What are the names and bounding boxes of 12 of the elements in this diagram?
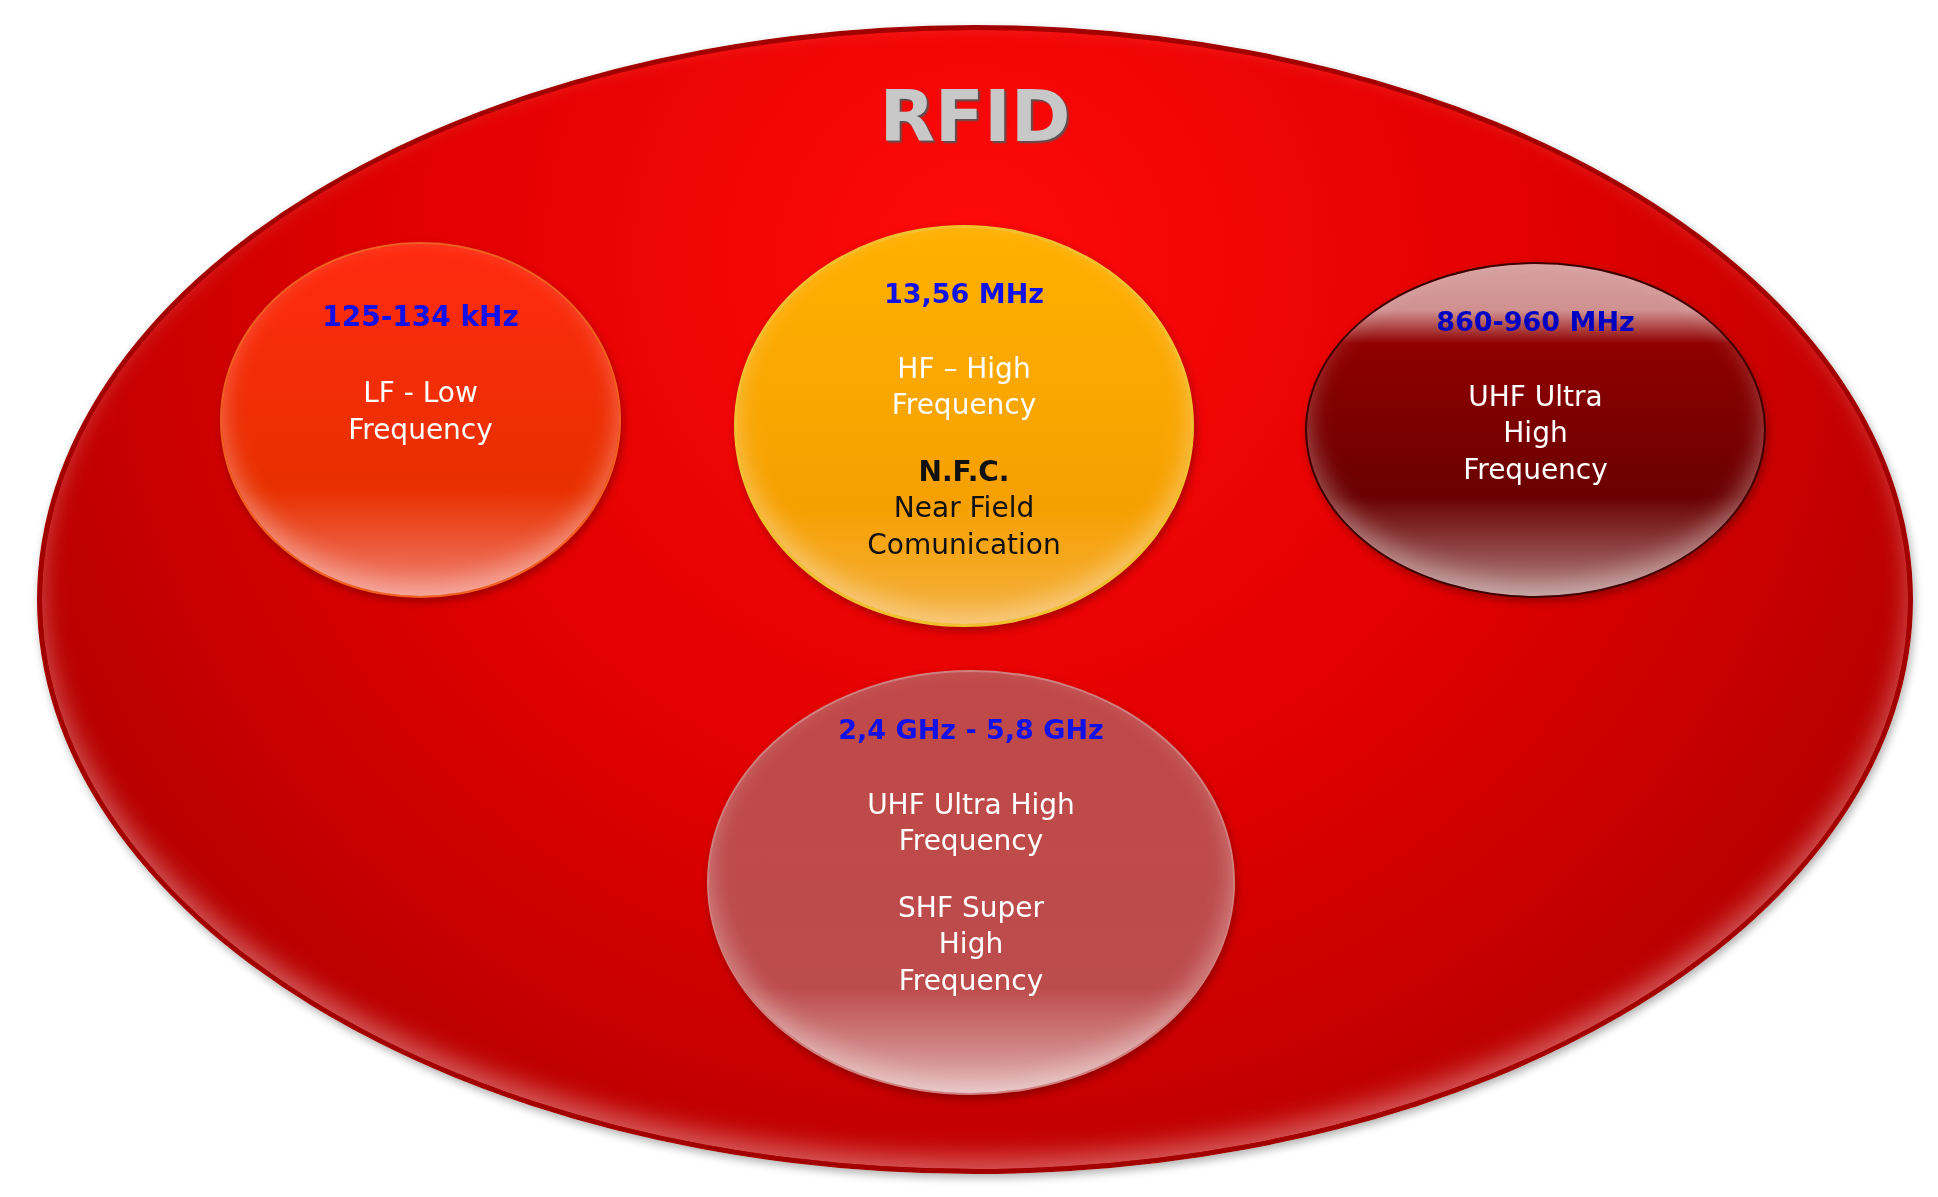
title-text: RFID <box>879 73 1071 160</box>
frequency-text: 13,56 MHz <box>884 277 1044 311</box>
frequency-text: 2,4 GHz - 5,8 GHz <box>838 713 1104 747</box>
band-text: SHF Super High Frequency <box>897 889 1045 999</box>
label-text: N.F.C. <box>918 453 1010 490</box>
band-text: UHF Ultra High Frequency <box>1462 379 1609 488</box>
band-text: UHF Ultra High Frequency <box>866 787 1076 860</box>
band-text: HF – High Frequency <box>890 351 1038 424</box>
frequency-text: 860-960 MHz <box>1436 305 1635 339</box>
frequency-text: 125-134 kHz <box>322 299 519 335</box>
band-text: LF - Low Frequency <box>347 375 494 448</box>
band-text: Near Field Comunication <box>866 490 1062 563</box>
